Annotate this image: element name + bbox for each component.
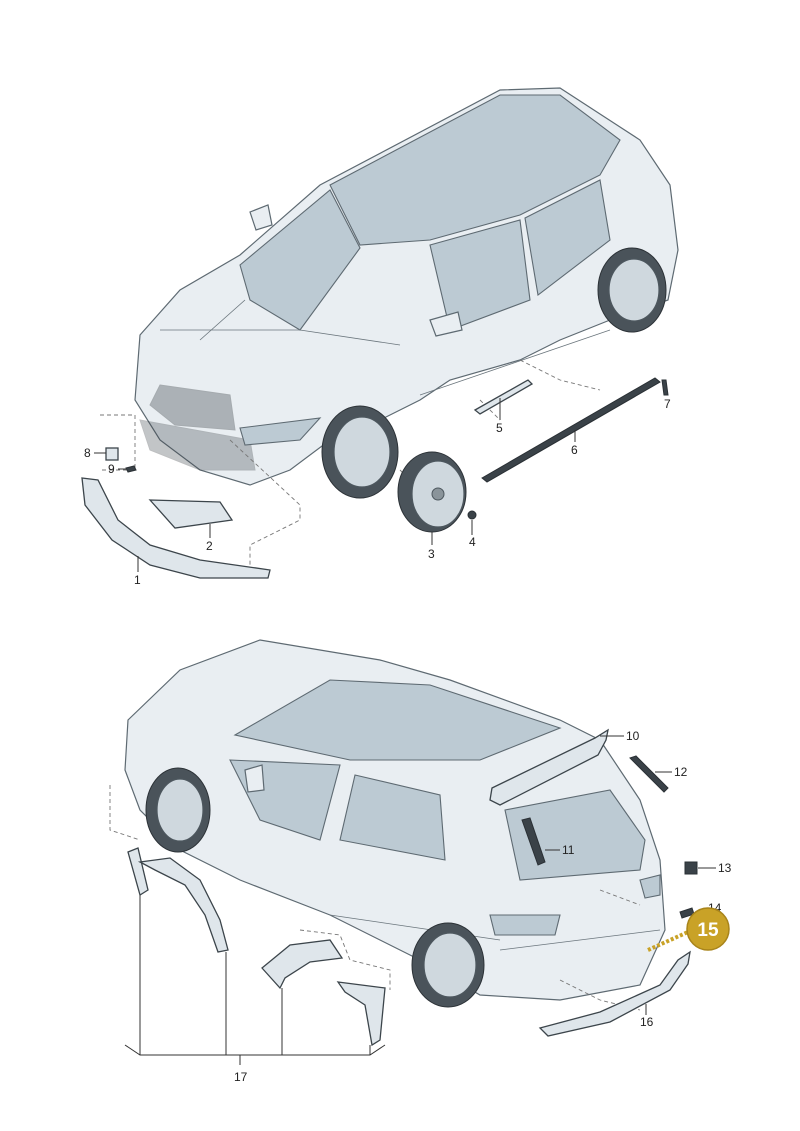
part-12-side-wing — [629, 755, 669, 793]
part-13-clip — [684, 861, 698, 875]
label-4: 4 — [469, 535, 476, 549]
part-5-trim-strip — [473, 379, 534, 415]
highlight-badge — [686, 907, 730, 951]
rear-view-car — [124, 639, 666, 1008]
part-1-front-spoiler — [81, 477, 271, 579]
label-6: 6 — [571, 443, 578, 457]
label-5: 5 — [496, 421, 503, 435]
label-1: 1 — [134, 573, 141, 587]
label-9: 9 — [108, 462, 115, 476]
label-13: 13 — [718, 861, 732, 875]
part-4-wheel-bolt — [467, 510, 477, 520]
label-3: 3 — [428, 547, 435, 561]
front-view-car — [134, 87, 679, 499]
part-15-strip — [647, 930, 689, 952]
part-17-wheel-arches — [127, 847, 386, 1047]
label-8: 8 — [84, 446, 91, 460]
part-16-rear-diffuser — [538, 950, 691, 1037]
label-16: 16 — [640, 1015, 654, 1029]
label-12: 12 — [674, 765, 688, 779]
highlight-label-15: 15 — [697, 920, 719, 941]
part-6-sill-strip — [481, 377, 661, 483]
part-9-screw — [125, 465, 137, 473]
part-17-bracket — [124, 895, 386, 1065]
part-2-grille-insert — [148, 499, 234, 529]
label-10: 10 — [626, 729, 640, 743]
part-10-roof-spoiler — [489, 728, 609, 806]
part-3-alloy-wheel — [397, 451, 467, 533]
part-7-clip — [661, 379, 669, 396]
part-8-clip — [105, 447, 119, 461]
label-11: 11 — [562, 843, 575, 857]
label-7: 7 — [664, 397, 671, 411]
label-2: 2 — [206, 539, 213, 553]
label-17: 17 — [234, 1070, 248, 1084]
part-11-pillar-trim — [521, 817, 546, 866]
